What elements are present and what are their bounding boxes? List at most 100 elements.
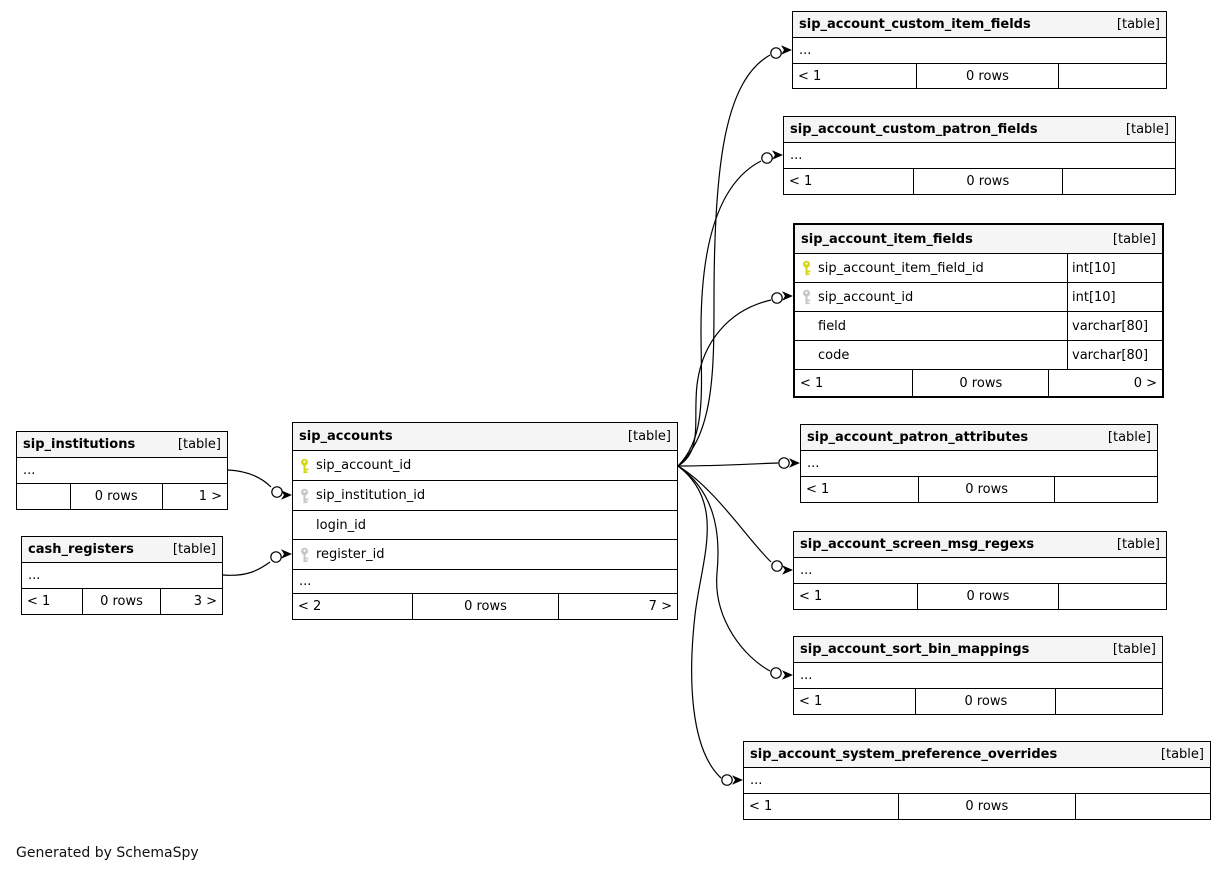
relationship-edge (222, 561, 271, 576)
column-row-login_id: login_id (293, 511, 677, 540)
table-header: sip_account_custom_item_fields [table] (793, 12, 1166, 38)
table-header: sip_account_patron_attributes [table] (801, 425, 1157, 451)
column-row-ellipsis: ... (794, 558, 1166, 584)
cardinality-circle (778, 457, 790, 469)
relationship-sip_accounts-to-sip_account_screen_msg_regexs (677, 465, 793, 575)
table-type-badge: [table] (1160, 747, 1204, 762)
footer-children-cell: 3 > (160, 589, 222, 614)
table-header: sip_account_system_preference_overrides [… (744, 742, 1210, 768)
column-name: ... (790, 148, 803, 163)
table-type-badge: [table] (627, 429, 671, 444)
table-name[interactable]: sip_account_system_preference_overrides (750, 747, 1058, 762)
cardinality-circle (270, 551, 282, 563)
table-node-sip_account_custom_patron_fields[interactable]: sip_account_custom_patron_fields[table].… (783, 116, 1176, 195)
table-name[interactable]: cash_registers (28, 542, 134, 557)
table-node-sip_account_item_fields[interactable]: sip_account_item_fields[table]sip_accoun… (793, 223, 1164, 398)
footer-children-cell (1055, 689, 1162, 714)
relationship-sip_accounts-to-sip_account_patron_attributes (677, 457, 800, 469)
table-type-badge: [table] (177, 437, 221, 452)
column-datatype: int[10] (1067, 283, 1162, 311)
column-name: ... (807, 456, 820, 471)
table-type-badge: [table] (1116, 17, 1160, 32)
footer-rowcount-cell: 0 rows (412, 594, 558, 619)
column-name: sip_account_id (316, 458, 412, 473)
column-row-ellipsis: ... (784, 143, 1175, 169)
relationship-edge (677, 465, 722, 779)
table-header: sip_accounts [table] (293, 423, 677, 451)
footer-parents-cell: < 1 (749, 799, 773, 814)
column-row-ellipsis: ... (794, 663, 1162, 689)
relationship-cash_registers-to-sip_accounts (222, 549, 292, 576)
column-name: code (818, 347, 850, 363)
footer-children-cell (1057, 64, 1166, 88)
table-name[interactable]: sip_account_screen_msg_regexs (800, 537, 1035, 552)
relationship-edge (677, 160, 762, 467)
relationship-sip_accounts-to-sip_account_item_fields (677, 291, 793, 467)
relationship-sip_institutions-to-sip_accounts (227, 469, 292, 500)
footer-rowcount-cell: 0 rows (916, 584, 1058, 609)
table-type-badge: [table] (1116, 537, 1160, 552)
column-row-ellipsis: ... (801, 451, 1157, 477)
foreign-key-icon-wrap (299, 488, 316, 504)
relationship-sip_accounts-to-sip_account_sort_bin_mappings (677, 465, 793, 680)
table-node-sip_account_screen_msg_regexs[interactable]: sip_account_screen_msg_regexs [table]... <… (793, 531, 1167, 610)
primary-key-icon (301, 458, 309, 473)
table-node-sip_account_sort_bin_mappings[interactable]: sip_account_sort_bin_mappings[table]...<… (793, 636, 1163, 715)
footer-parents-cell (17, 484, 70, 509)
footer-parents-cell: < 1 (27, 594, 51, 609)
foreign-key-icon-wrap (801, 289, 818, 305)
arrowhead-icon (281, 490, 292, 500)
column-name: login_id (316, 517, 367, 533)
table-name[interactable]: sip_accounts (299, 429, 393, 444)
footer-parents-cell: < 1 (798, 68, 822, 84)
generator-note: Generated by SchemaSpy (16, 845, 199, 861)
table-name[interactable]: sip_institutions (23, 437, 136, 452)
column-name: field (818, 318, 847, 334)
table-name[interactable]: sip_account_item_fields (801, 231, 973, 247)
table-node-sip_account_custom_item_fields[interactable]: sip_account_custom_item_fields [table]...… (792, 11, 1167, 89)
table-header: cash_registers [table] (22, 537, 222, 563)
footer-rowcount-cell: 0 rows (69, 484, 162, 509)
column-row-ellipsis: ... (793, 38, 1166, 64)
footer-children-cell: 0 > (1048, 370, 1162, 396)
foreign-key-icon-wrap (299, 547, 316, 563)
column-datatype: int[10] (1067, 254, 1162, 282)
footer-rowcount-cell: 0 rows (897, 794, 1075, 819)
table-node-sip_account_system_preference_overrides[interactable]: sip_account_system_preference_overrides [… (743, 741, 1211, 820)
footer-parents-cell: < 1 (806, 482, 830, 497)
cardinality-circle (770, 667, 782, 679)
cardinality-circle (271, 486, 283, 498)
table-header: sip_account_item_fields[table] (795, 225, 1162, 254)
footer-rowcount-cell: 0 rows (913, 169, 1062, 194)
arrowhead-icon (281, 549, 292, 559)
column-row-ellipsis: ... (22, 563, 222, 589)
table-name[interactable]: sip_account_custom_item_fields (799, 17, 1031, 32)
cardinality-circle (771, 292, 783, 304)
table-type-badge: [table] (172, 542, 216, 557)
table-name[interactable]: sip_account_patron_attributes (807, 430, 1029, 445)
table-name[interactable]: sip_account_custom_patron_fields (790, 122, 1038, 137)
cardinality-circle (721, 774, 733, 786)
table-footer: < 1 0 rows (744, 794, 1210, 819)
column-name: ... (750, 773, 763, 788)
cardinality-circle (771, 560, 783, 572)
table-type-badge: [table] (1107, 430, 1151, 445)
footer-rowcount-cell: 0 rows (82, 589, 160, 614)
column-name: sip_account_id (818, 289, 914, 305)
footer-parents-cell: < 1 (799, 589, 823, 604)
table-name[interactable]: sip_account_sort_bin_mappings (800, 642, 1030, 657)
table-node-sip_account_patron_attributes[interactable]: sip_account_patron_attributes [table]... <… (800, 424, 1158, 503)
